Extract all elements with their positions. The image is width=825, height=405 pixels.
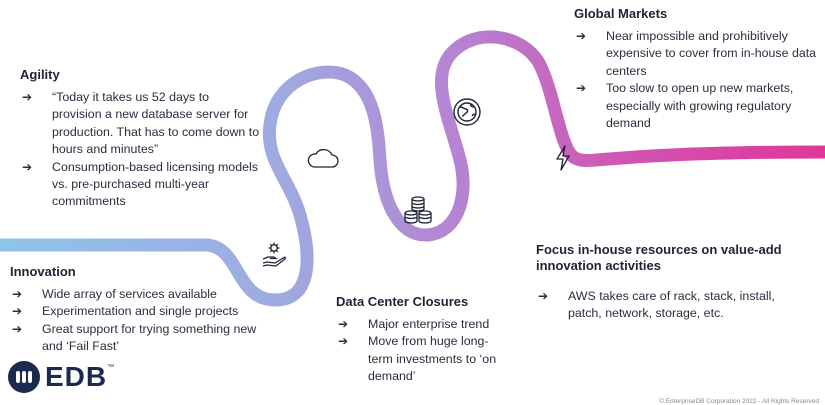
innovation-title: Innovation <box>10 264 76 279</box>
global-markets-section: Global Markets ➔Near impossible and proh… <box>574 6 824 132</box>
cloud-icon <box>305 145 341 173</box>
arrow-icon: ➔ <box>12 321 23 336</box>
list-item: ➔Great support for trying something new … <box>12 321 257 354</box>
arrow-icon: ➔ <box>538 289 549 303</box>
agility-title: Agility <box>20 67 60 82</box>
focus-bullets: ➔AWS takes care of rack, stack, install,… <box>536 288 811 323</box>
arrow-icon: ➔ <box>576 81 587 96</box>
edb-logo-mark <box>8 361 40 393</box>
list-item: ➔Near impossible and prohibitively expen… <box>576 29 817 78</box>
logo-trademark: ™ <box>107 364 115 371</box>
arrow-icon: ➔ <box>338 334 349 349</box>
arrow-icon: ➔ <box>12 287 23 301</box>
agility-bullets: ➔“Today it takes us 52 days to provision… <box>20 89 260 211</box>
innovation-bullets: ➔Wide array of services available ➔Exper… <box>10 286 275 356</box>
arrow-icon: ➔ <box>338 317 349 331</box>
innovation-section: Innovation ➔Wide array of services avail… <box>10 264 275 356</box>
list-item: ➔Consumption-based licensing models vs. … <box>22 159 258 209</box>
list-item: ➔AWS takes care of rack, stack, install,… <box>538 289 775 321</box>
list-item: ➔Move from huge long-term investments to… <box>338 334 497 384</box>
edb-logo: EDB ™ <box>7 360 114 394</box>
arrow-icon: ➔ <box>12 304 23 319</box>
agility-section: Agility ➔“Today it takes us 52 days to p… <box>20 67 260 211</box>
list-item: ➔Wide array of services available <box>10 286 275 303</box>
focus-title: Focus in-house resources on value-add in… <box>536 242 782 273</box>
lightning-icon <box>551 143 575 173</box>
arrow-icon: ➔ <box>22 90 33 104</box>
list-item: ➔“Today it takes us 52 days to provision… <box>22 90 260 157</box>
ribbon-path <box>0 30 825 307</box>
arrow-icon: ➔ <box>576 29 587 43</box>
list-item: ➔Too slow to open up new markets, especi… <box>576 81 794 131</box>
list-item: ➔Experimentation and single projects <box>10 303 275 320</box>
logo-text: EDB <box>45 361 108 392</box>
database-coins-icon <box>400 192 436 228</box>
focus-section: Focus in-house resources on value-add in… <box>536 242 811 323</box>
list-item: ➔Major enterprise trend <box>336 316 511 333</box>
globe-icon <box>449 94 485 130</box>
global-markets-bullets: ➔Near impossible and prohibitively expen… <box>574 28 824 132</box>
data-center-bullets: ➔Major enterprise trend ➔Move from huge … <box>336 316 511 386</box>
data-center-title: Data Center Closures <box>336 294 469 309</box>
global-markets-title: Global Markets <box>574 6 668 21</box>
gear-hand-icon <box>258 238 290 270</box>
arrow-icon: ➔ <box>22 159 33 174</box>
data-center-section: Data Center Closures ➔Major enterprise t… <box>336 294 511 386</box>
